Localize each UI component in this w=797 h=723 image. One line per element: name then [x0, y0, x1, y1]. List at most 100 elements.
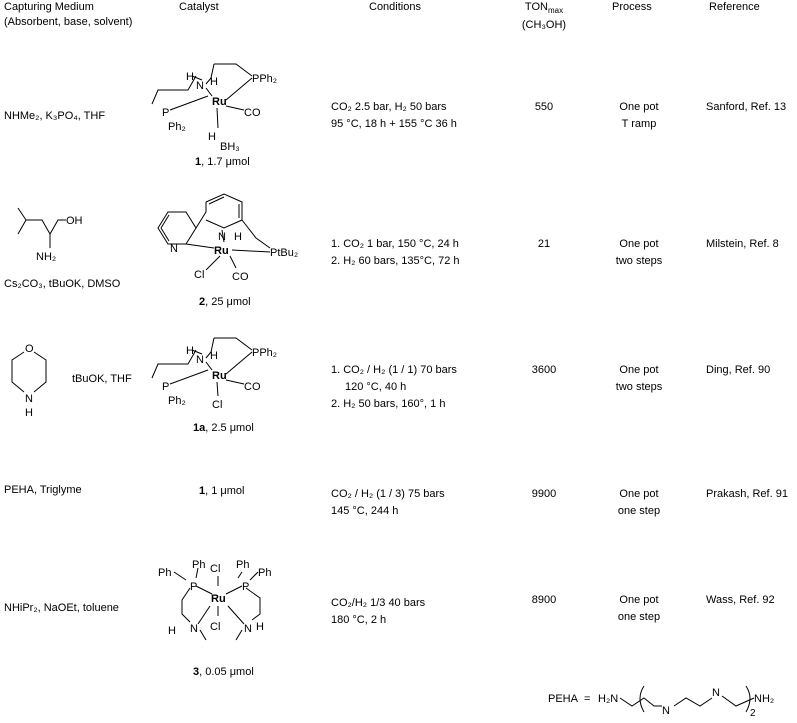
row1-conditions-line2: 95 °C, 18 h + 155 °C 36 h — [331, 118, 457, 130]
row3-process: One pot two steps — [604, 362, 674, 396]
row1-co-label: CO — [244, 107, 261, 119]
row5-ph4: Ph — [258, 567, 271, 579]
row5-p-left: P — [190, 581, 197, 593]
row1-conditions-line1: CO₂ 2.5 bar, H₂ 50 bars — [331, 101, 447, 113]
row4-conditions-line1: CO₂ / H₂ (1 / 3) 75 bars — [331, 488, 445, 500]
row5-ph3: Ph — [236, 559, 249, 571]
row4-process: One pot one step — [604, 486, 674, 520]
row3-catalyst-structure: H N H Ru PPh₂ P Ph₂ CO Cl — [151, 337, 277, 411]
row1-process: One pot T ramp — [604, 99, 674, 133]
row3-h1-atom: H — [186, 345, 194, 357]
row5-n-right: N — [244, 623, 252, 635]
row1-medium: NHMe₂, K₃PO₄, THF — [4, 110, 106, 122]
row4-process-line2: one step — [617, 505, 661, 517]
header-medium-title: Capturing Medium — [4, 1, 94, 13]
row3-catalyst-number: 1a — [193, 422, 206, 434]
row5-conditions: CO₂/H₂ 1/3 40 bars 180 °C, 2 h — [331, 595, 425, 629]
row4-process-line1: One pot — [619, 488, 659, 500]
row1-h-atom: H — [186, 71, 194, 83]
row1-ton: 550 — [534, 101, 554, 113]
header-capturing-medium: Capturing Medium (Absorbent, base, solve… — [4, 0, 132, 30]
row2-conditions-line2: 2. H₂ 60 bars, 135°C, 72 h — [331, 255, 460, 267]
row2-co-label: CO — [232, 271, 249, 283]
row5-process-line2: one step — [617, 611, 661, 623]
row2-process: One pot two steps — [604, 236, 674, 270]
row4-reference: Prakash, Ref. 91 — [706, 488, 788, 500]
row1-pph2-label: PPh₂ — [252, 73, 277, 85]
row4-conditions: CO₂ / H₂ (1 / 3) 75 bars 145 °C, 244 h — [331, 486, 445, 520]
row2-conditions: 1. CO₂ 1 bar, 150 °C, 24 h 2. H₂ 60 bars… — [331, 236, 460, 270]
row3-catalyst-amount: , 2.5 μmol — [205, 422, 254, 434]
peha-n2: N — [712, 687, 720, 699]
row3-pph2-label: PPh₂ — [252, 347, 277, 359]
row1-bh3-label: BH₃ — [220, 141, 240, 153]
header-ton: TONmax (CH₃OH) — [514, 0, 574, 33]
row2-cl-label: Cl — [194, 269, 204, 281]
row2-ptbu2-label: PtBu₂ — [270, 247, 298, 259]
row1-catalyst-label: 1, 1.7 μmol — [195, 156, 250, 168]
header-process: Process — [612, 1, 652, 13]
row1-p-atom: P — [162, 107, 169, 119]
row3-catalyst-label: 1a, 2.5 μmol — [193, 422, 254, 434]
row3-ph2-label: Ph₂ — [168, 395, 186, 407]
header-ton-sub: max — [547, 6, 564, 16]
row5-ph2: Ph — [192, 559, 205, 571]
row3-h2-atom: H — [210, 350, 218, 362]
header-medium-subtitle: (Absorbent, base, solvent) — [4, 16, 133, 28]
row3-conditions-line3: 2. H₂ 50 bars, 160°, 1 h — [331, 398, 446, 410]
row1-catalyst-number: 1 — [195, 156, 202, 168]
row3-conditions: 1. CO₂ / H₂ (1 / 1) 70 bars 120 °C, 40 h… — [331, 362, 457, 413]
row1-process-line1: One pot — [619, 101, 659, 113]
row1-h3-atom: H — [208, 131, 216, 143]
row3-n-atom: N — [25, 393, 33, 405]
row2-catalyst-structure: N H Ru N PtBu₂ Cl CO — [157, 193, 298, 283]
row2-process-line2: two steps — [615, 255, 663, 267]
peha-equals: = — [584, 693, 590, 705]
peha-nh2: NH₂ — [754, 693, 774, 705]
row5-cl-top: Cl — [210, 563, 220, 575]
row1-reference: Sanford, Ref. 13 — [706, 101, 787, 113]
row3-medium: tBuOK, THF — [72, 373, 132, 385]
row2-n-left: N — [170, 243, 178, 255]
row3-reference: Ding, Ref. 90 — [706, 364, 771, 376]
row3-n1-atom: N — [196, 354, 204, 366]
row1-process-line2: T ramp — [621, 118, 657, 130]
row2-reference: Milstein, Ref. 8 — [706, 238, 779, 250]
row1-catalyst-structure: H N H Ru PPh₂ P Ph₂ CO H BH₃ — [151, 63, 277, 153]
row5-ph1: Ph — [158, 567, 171, 579]
row5-process-line1: One pot — [619, 594, 659, 606]
row2-catalyst-amount: , 25 μmol — [205, 296, 251, 308]
row1-conditions: CO₂ 2.5 bar, H₂ 50 bars 95 °C, 18 h + 15… — [331, 99, 457, 133]
row1-catalyst-amount: , 1.7 μmol — [201, 156, 250, 168]
row2-process-line1: One pot — [619, 238, 659, 250]
row3-h-atom: H — [25, 407, 33, 418]
row2-medium: Cs₂CO₃, tBuOK, DMSO — [4, 278, 121, 290]
peha-h2n: H₂N — [598, 693, 618, 705]
header-conditions: Conditions — [369, 1, 421, 13]
row4-medium: PEHA, Triglyme — [4, 484, 82, 496]
row2-oh-label: OH — [66, 215, 83, 227]
row4-catalyst-number: 1 — [199, 485, 206, 497]
row5-conditions-line2: 180 °C, 2 h — [331, 614, 387, 626]
peha-subscript: 2 — [750, 708, 756, 719]
row2-catalyst-number: 2 — [199, 296, 206, 308]
row5-catalyst-number: 3 — [193, 666, 200, 678]
row5-cl-bottom: Cl — [210, 621, 220, 633]
row5-n-left: N — [190, 623, 198, 635]
row4-catalyst-amount: , 1 μmol — [205, 485, 245, 497]
header-reference: Reference — [709, 1, 760, 13]
row5-catalyst-label: 3, 0.05 μmol — [193, 666, 254, 678]
row1-ph2-label: Ph₂ — [168, 121, 186, 133]
row2-nh2-label: NH₂ — [36, 251, 56, 263]
row2-catalyst-label: 2, 25 μmol — [199, 296, 251, 308]
row2-conditions-line1: 1. CO₂ 1 bar, 150 °C, 24 h — [331, 238, 459, 250]
row5-h-right: H — [256, 621, 264, 633]
peha-label: PEHA — [548, 693, 579, 705]
row3-p-atom: P — [162, 381, 169, 393]
peha-structure: PEHA = H₂N N N 2 NH₂ — [548, 685, 774, 719]
row5-ton: 8900 — [531, 594, 557, 606]
row5-h-left: H — [168, 625, 176, 637]
row4-catalyst-label: 1, 1 μmol — [199, 485, 244, 497]
row5-process: One pot one step — [604, 592, 674, 626]
row5-reference: Wass, Ref. 92 — [706, 594, 775, 606]
